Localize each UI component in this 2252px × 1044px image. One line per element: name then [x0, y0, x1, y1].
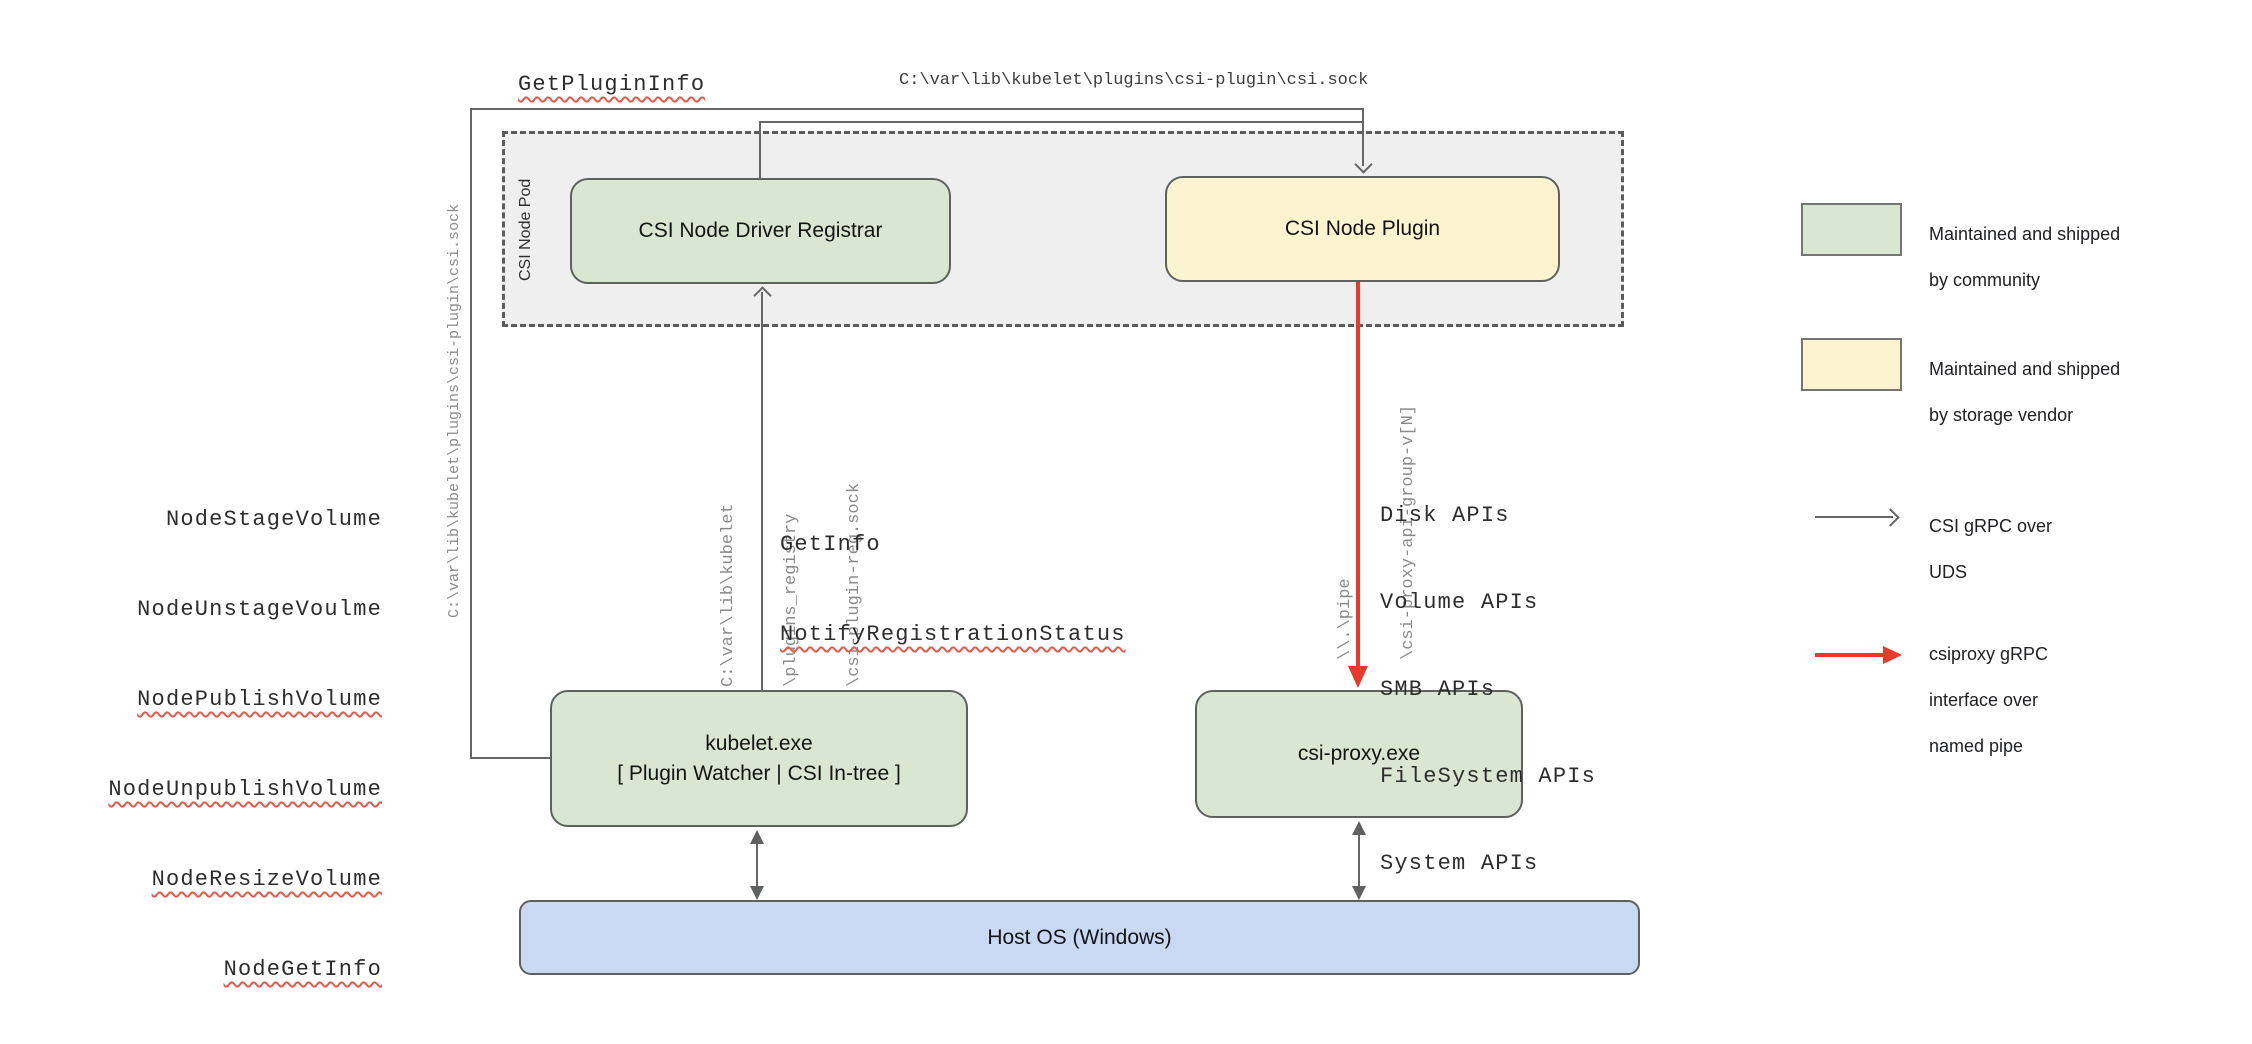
csi-sock-path-left-label: C:\var\lib\kubelet\plugins\csi-plugin\cs…	[446, 203, 463, 618]
api-item: FileSystem APIs	[1380, 764, 1597, 789]
host-os-node: Host OS (Windows)	[519, 900, 1640, 975]
legend-pipe-label: csiproxy gRPC interface over named pipe	[1929, 644, 2049, 756]
legend-pipe-arrow	[1815, 653, 1887, 657]
legend-community-swatch	[1801, 203, 1902, 256]
csiproxy-hostos-connector-segment	[1358, 828, 1360, 894]
uds-getplugininfo-connector-segment	[470, 108, 472, 759]
legend-uds-arrowhead-icon	[1881, 508, 1900, 527]
node-rpc-item: NodeUnpublishVolume	[108, 777, 382, 802]
node-rpc-item: NodeUnstageVoulme	[137, 597, 382, 622]
uds-registration-connector-segment	[761, 292, 763, 690]
node-rpc-item: NodeResizeVolume	[151, 867, 382, 892]
csi-node-pod-label: CSI Node Pod	[517, 178, 534, 281]
csi-proxy-label: csi-proxy.exe	[1297, 742, 1421, 765]
csi-node-driver-registrar-node: CSI Node Driver Registrar	[570, 178, 951, 284]
legend-vendor-swatch	[1801, 338, 1902, 391]
get-info-label: GetInfo	[780, 532, 881, 557]
arrowhead-kubelet-icon	[750, 830, 764, 844]
named-pipe-connector-segment	[1356, 282, 1360, 668]
node-rpc-item: NodePublishVolume	[137, 687, 382, 712]
kubelet-label-line1: kubelet.exe	[705, 731, 813, 755]
legend-vendor-label: Maintained and shipped by storage vendor	[1929, 359, 2121, 425]
arrowhead-hostos-icon	[750, 886, 764, 900]
api-item: Volume APIs	[1380, 590, 1539, 615]
plugin-label: CSI Node Plugin	[1284, 217, 1441, 240]
legend-pipe-arrowhead-icon	[1883, 646, 1902, 664]
uds-getplugininfo-connector-segment	[470, 108, 1364, 110]
notify-registration-status-label: NotifyRegistrationStatus	[780, 622, 1126, 647]
api-item: SMB APIs	[1380, 677, 1496, 702]
node-rpc-list: NodeStageVolume NodeUnstageVoulme NodePu…	[100, 445, 382, 1044]
uds-registrar-connector-segment	[759, 121, 761, 178]
registration-rpcs-label: GetInfo NotifyRegistrationStatus	[780, 470, 1126, 710]
csi-proxy-node: csi-proxy.exe	[1195, 690, 1523, 818]
kubelet-node: kubelet.exe [ Plugin Watcher | CSI In-tr…	[550, 690, 968, 827]
api-item: Disk APIs	[1380, 503, 1510, 528]
legend-uds-arrow	[1815, 516, 1893, 518]
node-rpc-item: NodeGetInfo	[223, 957, 382, 982]
node-rpc-item: NodeStageVolume	[165, 507, 382, 532]
csi-node-plugin-node: CSI Node Plugin	[1165, 176, 1560, 282]
uds-getplugininfo-connector-segment	[1362, 108, 1364, 166]
uds-getplugininfo-connector-segment	[470, 757, 550, 759]
api-item: System APIs	[1380, 851, 1539, 876]
registrar-label: CSI Node Driver Registrar	[638, 219, 883, 242]
uds-registrar-connector-segment	[759, 121, 1364, 123]
arrowhead-hostos2-icon	[1352, 886, 1366, 900]
kubelet-hostos-connector-segment	[756, 838, 758, 894]
csi-sock-path-top-label: C:\var\lib\kubelet\plugins\csi-plugin\cs…	[899, 71, 1369, 90]
arrowhead-csiproxy-icon	[1352, 821, 1366, 835]
get-plugin-info-label: GetPluginInfo	[518, 72, 706, 97]
proxy-api-list: Disk APIs Volume APIs SMB APIs FileSyste…	[1380, 443, 1596, 936]
kubelet-label-line2: [ Plugin Watcher | CSI In-tree ]	[617, 761, 901, 785]
host-os-label: Host OS (Windows)	[987, 925, 1172, 949]
legend-uds-label: CSI gRPC over UDS	[1929, 516, 2053, 582]
arrowhead-into-csi-proxy-icon	[1348, 666, 1368, 688]
legend-community-label: Maintained and shipped by community	[1929, 224, 2121, 290]
